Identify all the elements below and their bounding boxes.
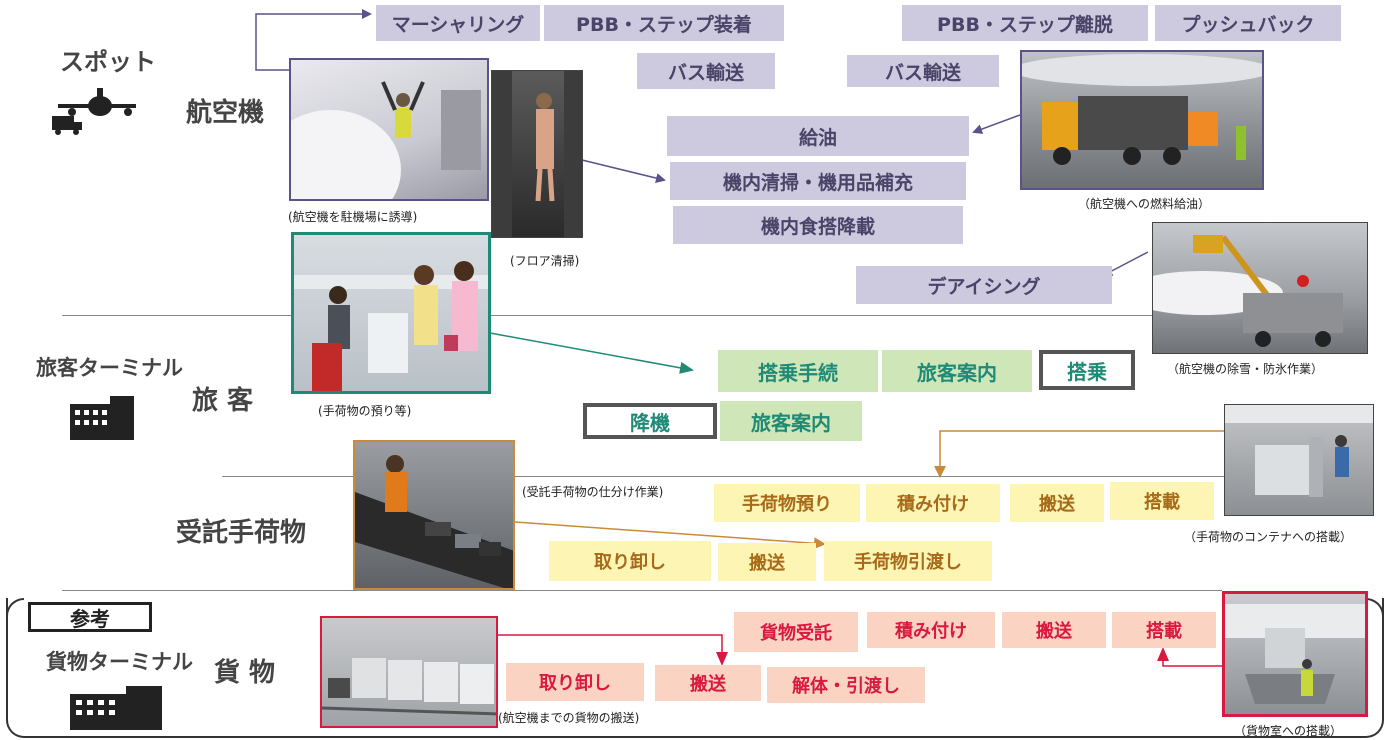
floor-cleaning-caption: (フロア清掃) <box>510 254 580 268</box>
task-baggage-transport: 搬送 <box>718 543 816 581</box>
task-baggage-loading-prep: 積み付け <box>866 484 1000 522</box>
task-marshalling: マーシャリング <box>376 5 540 41</box>
task-cargo-unloading: 取り卸し <box>506 663 644 701</box>
cargo-label: 貨 物 <box>214 658 276 688</box>
task-bus-transport: バス輸送 <box>637 53 775 89</box>
building-icon <box>70 686 162 730</box>
task-passenger-guide: 旅客案内 <box>882 350 1032 392</box>
task-baggage-checkin: 手荷物預り <box>714 484 860 522</box>
task-boarding-procedure: 搭乗手続 <box>718 350 878 392</box>
task-deplaning: 降機 <box>583 403 717 439</box>
task-passenger-guide: 旅客案内 <box>720 401 862 441</box>
checkin-caption: (手荷物の預り等) <box>318 404 412 418</box>
sorting-caption: (受託手荷物の仕分け作業) <box>522 485 664 499</box>
task-cargo-loading: 搭載 <box>1112 612 1216 648</box>
sorting-photo <box>353 440 515 590</box>
task-cargo-acceptance: 貨物受託 <box>734 612 858 652</box>
task-cabin-cleaning: 機内清掃・機用品補充 <box>670 162 966 200</box>
floor-cleaning-photo <box>491 70 583 238</box>
task-cargo-transport: 搬送 <box>1002 612 1106 648</box>
cargo-hold-caption: （貨物室への搭載） <box>1234 724 1343 738</box>
spot-label: スポット <box>60 48 156 76</box>
fuel-photo <box>1020 50 1264 190</box>
container-caption: （手荷物のコンテナへの搭載） <box>1184 530 1353 544</box>
task-baggage-loading: 搭載 <box>1110 482 1214 520</box>
reference-bracket-corner-left <box>6 598 24 628</box>
separator-passenger <box>222 476 1224 477</box>
aircraft-label: 航空機 <box>186 98 265 128</box>
building-icon <box>70 396 134 440</box>
cargo-hold-photo <box>1222 591 1368 717</box>
reference-label: 参考 <box>28 602 152 632</box>
task-refueling: 給油 <box>667 116 969 156</box>
task-pbb-detach: PBB・ステップ離脱 <box>902 5 1148 41</box>
cargo-terminal-label: 貨物ターミナル <box>46 650 193 674</box>
task-baggage-unloading: 取り卸し <box>549 541 711 581</box>
task-pbb-attach: PBB・ステップ装着 <box>544 5 784 41</box>
task-catering: 機内食搭降載 <box>673 206 963 244</box>
task-cargo-handover: 解体・引渡し <box>767 667 925 703</box>
separator-baggage <box>62 590 1222 591</box>
passenger-terminal-label: 旅客ターミナル <box>36 356 183 380</box>
airplane-truck-icon <box>48 84 148 138</box>
cargo-transport-caption: (航空機までの貨物の搬送) <box>498 711 640 725</box>
marshalling-caption: (航空機を駐機場に誘導) <box>288 210 418 224</box>
task-cargo-loading-prep: 積み付け <box>867 612 995 648</box>
fuel-caption: （航空機への燃料給油） <box>1078 197 1211 211</box>
checked-baggage-label: 受託手荷物 <box>176 518 307 548</box>
task-bus-transport: バス輸送 <box>847 55 999 87</box>
cargo-transport-photo <box>320 616 498 728</box>
deicing-photo <box>1152 222 1368 354</box>
task-pushback: プッシュバック <box>1155 5 1341 41</box>
task-baggage-handover: 手荷物引渡し <box>824 541 992 581</box>
task-baggage-transport: 搬送 <box>1010 484 1104 522</box>
checkin-photo <box>291 232 491 394</box>
task-cargo-transport: 搬送 <box>655 665 761 701</box>
reference-bracket <box>6 598 1384 738</box>
task-deicing: デアイシング <box>856 266 1112 304</box>
container-photo <box>1224 404 1374 516</box>
task-boarding: 搭乗 <box>1039 350 1135 390</box>
passenger-label: 旅 客 <box>192 386 254 416</box>
separator-aircraft <box>62 315 1152 316</box>
marshalling-photo <box>289 58 489 201</box>
deicing-caption: （航空機の除雪・防氷作業） <box>1167 362 1324 376</box>
